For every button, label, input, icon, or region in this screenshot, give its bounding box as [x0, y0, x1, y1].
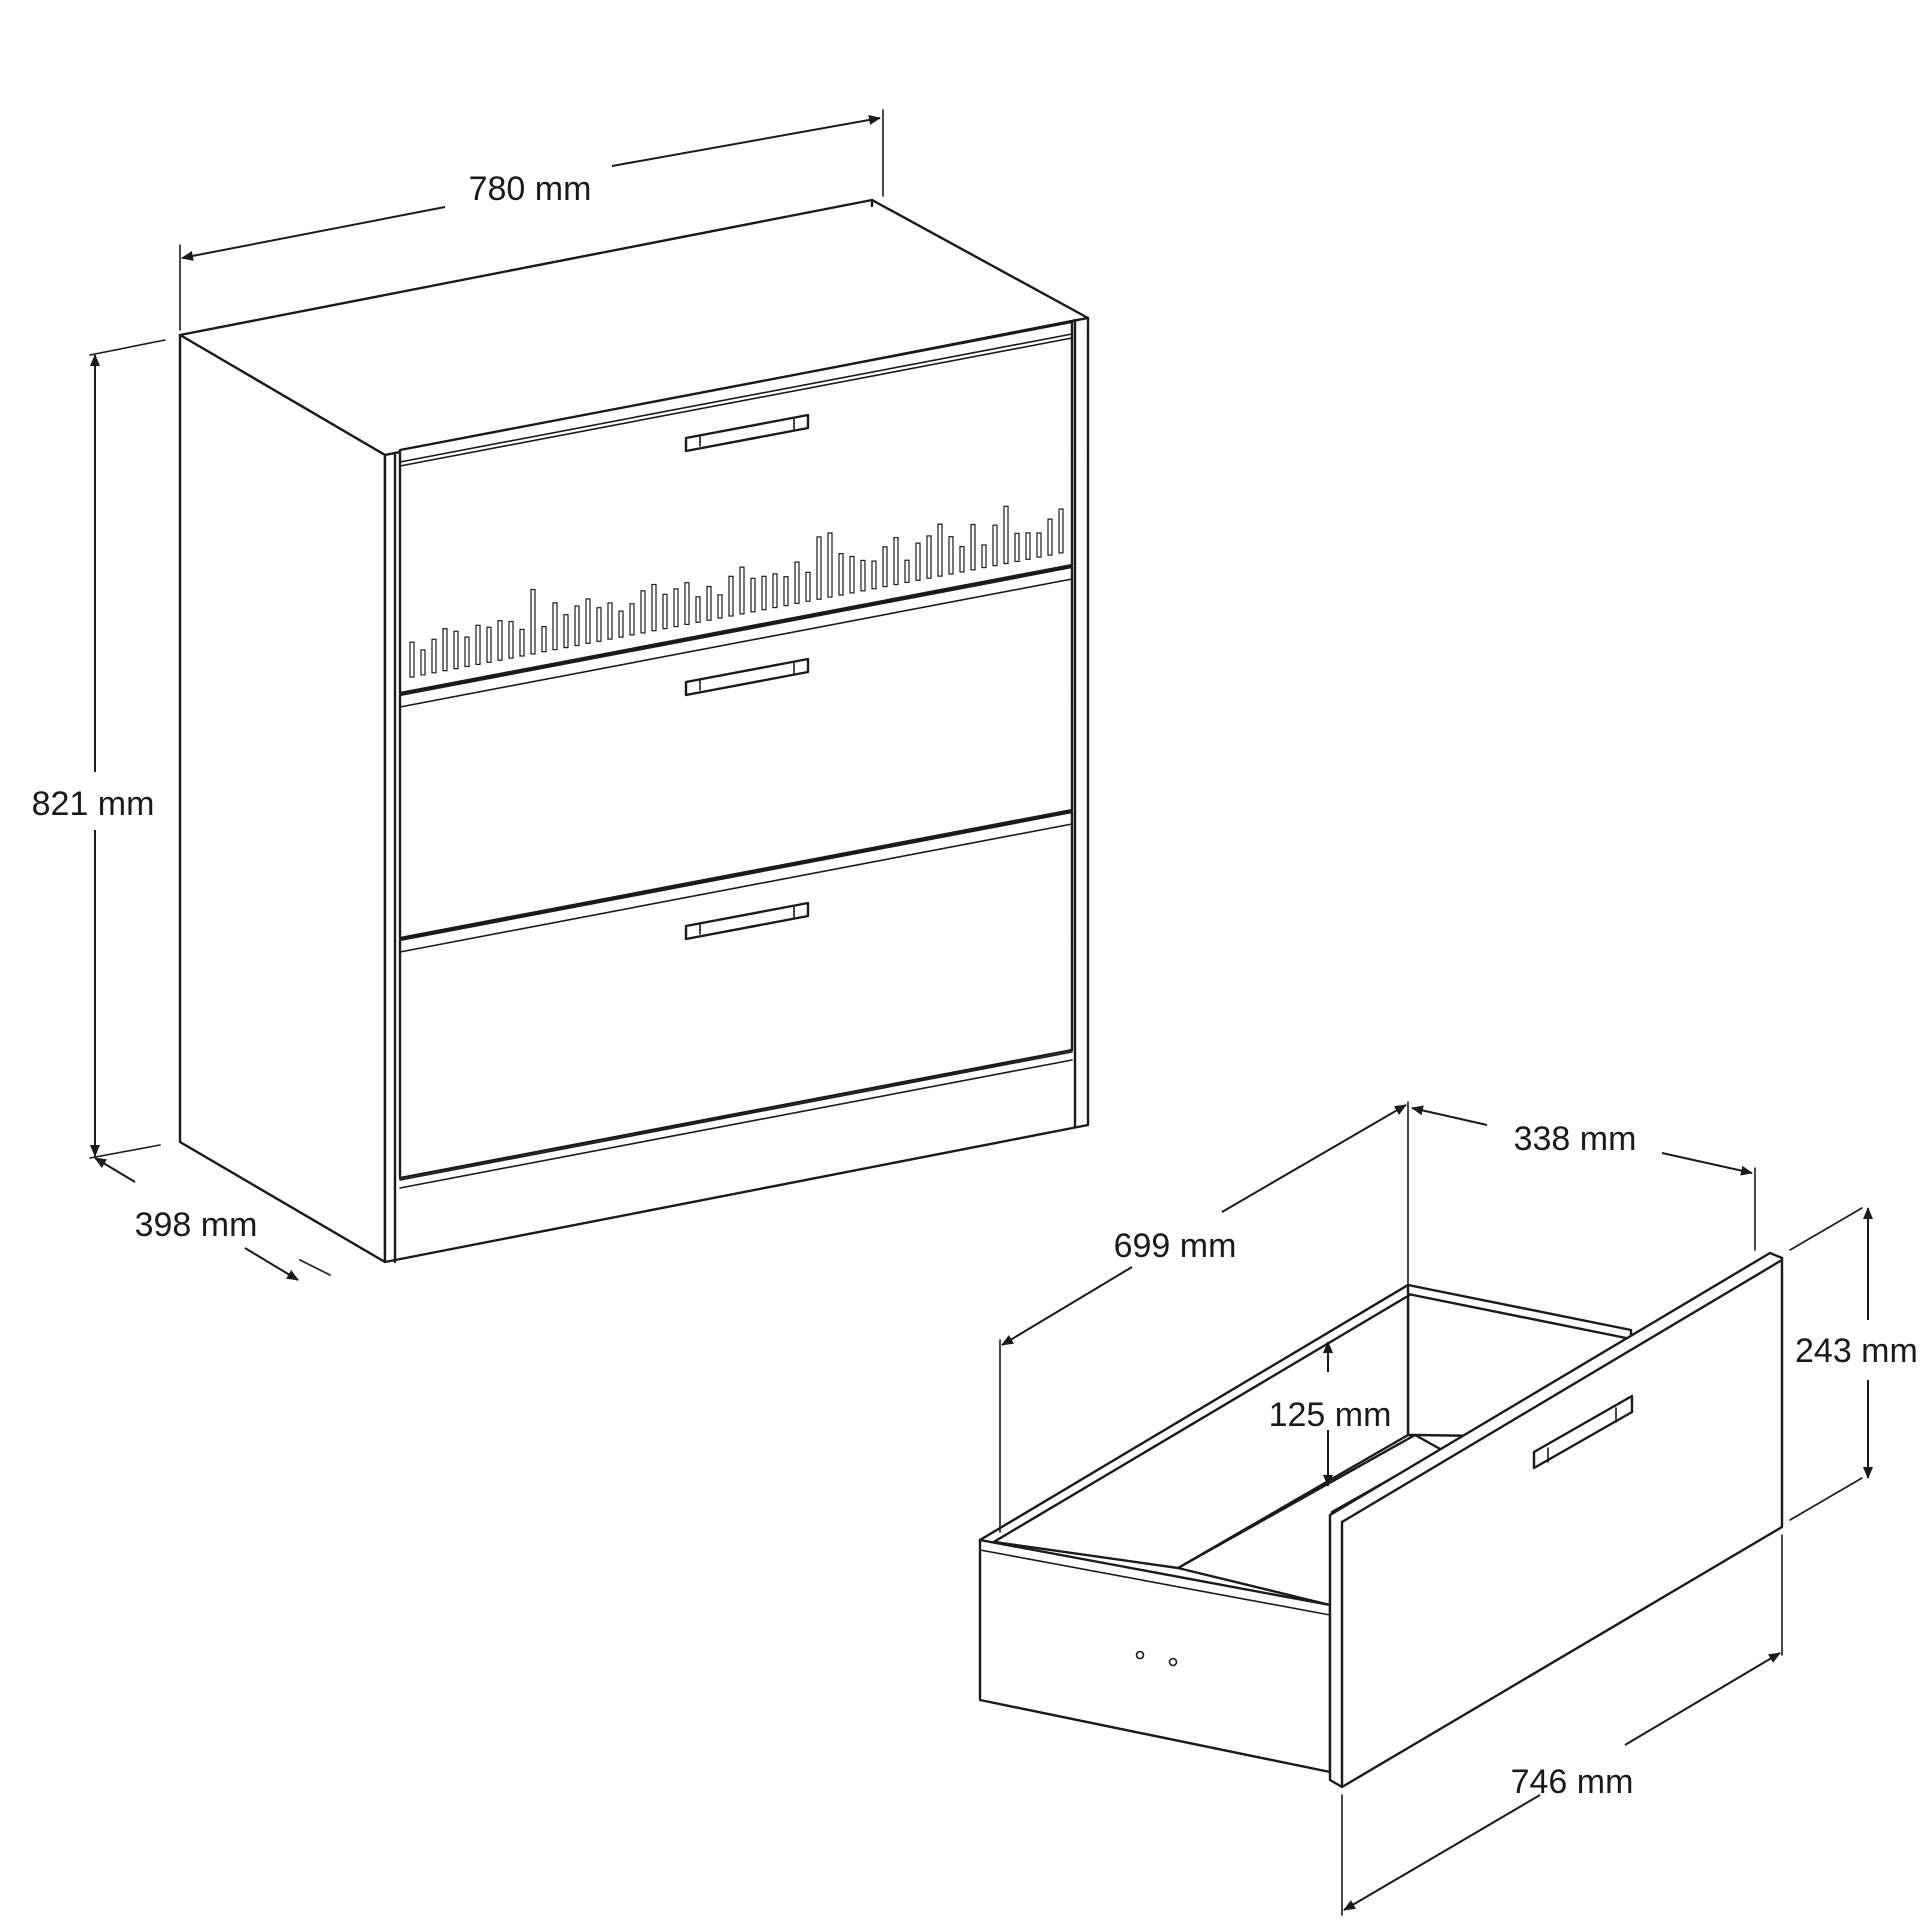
decorative-stripe: [970, 523, 976, 571]
dimension-width-780: 780 mm: [179, 109, 884, 331]
decorative-stripe: [904, 559, 910, 584]
decorative-stripe: [508, 620, 514, 659]
decorative-stripe: [926, 535, 932, 579]
decorative-stripe: [805, 571, 811, 602]
fitting-hole: [1168, 1657, 1178, 1667]
decorative-stripe: [541, 625, 547, 653]
decorative-stripe: [431, 638, 437, 674]
decorative-stripe: [739, 566, 745, 615]
decorative-stripe: [673, 588, 679, 628]
decorative-stripe: [563, 614, 569, 649]
dimension-label-drawer-width: 746 mm: [1511, 1763, 1634, 1801]
dimension-label-width: 780 mm: [469, 170, 592, 208]
decorative-stripe: [1014, 532, 1020, 563]
dimension-drawer-side-338: 338 mm: [1411, 1105, 1756, 1251]
decorative-stripe: [618, 610, 624, 638]
dimension-label-drawer-side: 338 mm: [1514, 1120, 1637, 1158]
decorative-stripe: [1003, 505, 1009, 565]
decorative-stripe: [783, 576, 789, 607]
dimension-drawer-depth-699: 699 mm: [999, 1101, 1409, 1533]
decorative-stripe: [629, 603, 635, 636]
decorative-stripe: [838, 552, 844, 596]
decorative-stripe-pattern: [409, 505, 1064, 678]
decorative-stripe: [728, 575, 734, 617]
dimension-label-drawer-depth: 699 mm: [1114, 1227, 1237, 1265]
decorative-stripe: [684, 582, 690, 626]
decorative-stripe: [827, 532, 833, 598]
decorative-stripe: [717, 594, 723, 619]
decorative-stripe: [695, 596, 701, 623]
decorative-stripe: [893, 536, 899, 586]
decorative-stripe: [706, 585, 712, 621]
dimension-label-drawer-inner-height: 125 mm: [1269, 1396, 1392, 1434]
decorative-stripe: [420, 649, 426, 676]
drawer-front-bottom[interactable]: [398, 810, 1074, 1180]
decorative-stripe: [948, 536, 954, 575]
decorative-stripe: [1058, 508, 1064, 554]
dimension-drawer-height-243: 243 mm: [1789, 1207, 1918, 1521]
decorative-stripe: [1036, 532, 1042, 558]
decorative-stripe: [1047, 518, 1053, 556]
decorative-stripe: [651, 583, 657, 632]
drawer-handle-middle[interactable]: [684, 657, 810, 697]
decorative-stripe: [464, 636, 470, 668]
chest-side-panel: [178, 333, 387, 1264]
dimension-label-drawer-height: 243 mm: [1795, 1332, 1918, 1370]
decorative-stripe: [882, 546, 888, 588]
decorative-stripe: [915, 542, 921, 581]
decorative-stripe: [750, 577, 756, 613]
decorative-stripe: [486, 626, 492, 663]
decorative-stripe: [453, 630, 459, 670]
decorative-stripe: [607, 602, 613, 640]
drawer-front-middle[interactable]: [398, 565, 1074, 940]
fitting-hole: [1135, 1650, 1145, 1660]
dimension-label-height: 821 mm: [32, 785, 155, 823]
drawer-front-top[interactable]: [398, 320, 1074, 695]
decorative-stripe: [981, 544, 987, 569]
decorative-stripe: [596, 607, 602, 642]
decorative-stripe: [772, 573, 778, 609]
drawer-handle-bottom[interactable]: [684, 901, 810, 941]
decorative-stripe: [860, 559, 866, 592]
decorative-stripe: [530, 588, 536, 655]
decorative-stripe: [552, 602, 558, 651]
dimension-label-depth: 398 mm: [135, 1206, 258, 1244]
decorative-stripe: [519, 628, 525, 657]
decorative-stripe: [871, 560, 877, 590]
decorative-stripe: [475, 624, 481, 665]
decorative-stripe: [959, 545, 965, 573]
decorative-stripe: [574, 605, 580, 647]
drawer-box: [978, 1251, 1784, 1789]
decorative-stripe: [816, 536, 822, 600]
drawer-front-panel[interactable]: [1328, 1251, 1784, 1789]
decorative-stripe: [849, 555, 855, 594]
decorative-stripe: [442, 628, 448, 672]
decorative-stripe: [409, 641, 415, 678]
decorative-stripe: [497, 620, 503, 661]
decorative-stripe: [1025, 532, 1031, 560]
decorative-stripe: [992, 524, 998, 567]
decorative-stripe: [794, 561, 800, 604]
decorative-stripe: [640, 590, 646, 634]
drawer-handle-top[interactable]: [684, 413, 810, 453]
decorative-stripe: [937, 523, 943, 577]
decorative-stripe: [662, 593, 668, 630]
dimension-height-821: 821 mm: [32, 339, 166, 1159]
dimension-depth-398: 398 mm: [94, 1157, 331, 1281]
decorative-stripe: [761, 575, 767, 611]
dimension-drawer-width-746: 746 mm: [1341, 1534, 1783, 1916]
chest-of-drawers: [178, 198, 1090, 1264]
drawer-handle[interactable]: [1532, 1394, 1634, 1470]
decorative-stripe: [585, 598, 591, 644]
dimension-drawer-inner-125: 125 mm: [1269, 1341, 1392, 1487]
